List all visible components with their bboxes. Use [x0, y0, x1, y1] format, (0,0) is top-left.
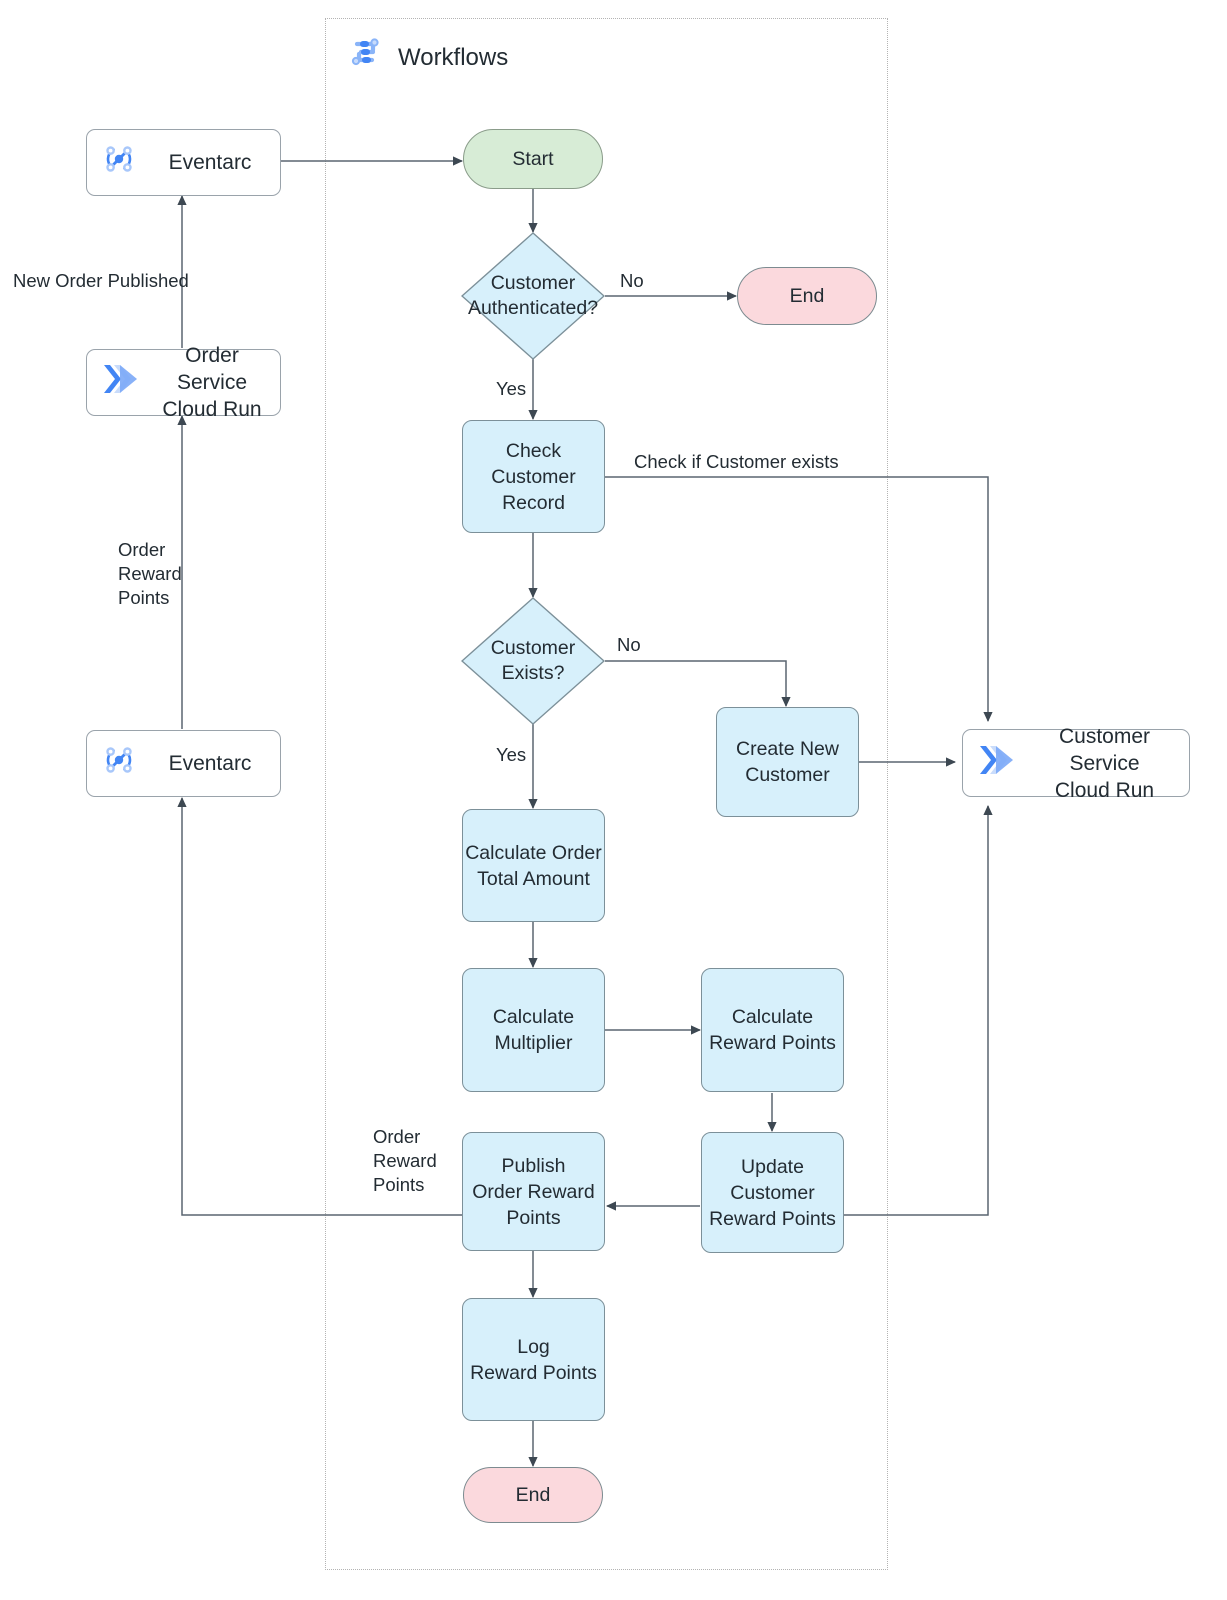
check-customer-record-label: Check Customer Record [491, 439, 576, 514]
edge-label-exists-yes: Yes [496, 744, 527, 765]
customer-service-cloud-run-label: Customer Service Cloud Run [1054, 724, 1155, 802]
create-new-customer-label: Create New Customer [736, 738, 839, 786]
edge-label-order-reward-points-left: Order Reward Points [118, 539, 182, 608]
node-check-customer-record[interactable]: Check Customer Record [462, 420, 605, 533]
node-calculate-reward-points[interactable]: Calculate Reward Points [701, 968, 844, 1092]
edge-label-auth-yes: Yes [496, 378, 527, 399]
eventarc-icon [101, 742, 137, 785]
cloudrun-icon [101, 362, 141, 403]
node-calculate-multiplier[interactable]: Calculate Multiplier [462, 968, 605, 1092]
edge-label-auth-no: No [620, 270, 644, 291]
workflows-group-boundary [325, 18, 888, 1570]
node-customer-exists-decision[interactable]: Customer Exists? [461, 597, 605, 725]
eventarc-top-label: Eventarc [168, 151, 252, 174]
workflows-group-label: Workflows [398, 43, 509, 71]
node-end-bottom[interactable]: End [463, 1467, 603, 1523]
workflows-icon [346, 34, 386, 81]
node-order-service-cloud-run[interactable]: Order Service Cloud Run [86, 344, 281, 421]
edge-label-order-reward-points-publish: Order Reward Points [373, 1126, 437, 1195]
update-customer-reward-points-label: Update Customer Reward Points [709, 1155, 836, 1230]
eventarc-icon [101, 141, 137, 184]
workflows-group-title: Workflows [346, 34, 508, 81]
end-top-label: End [789, 284, 825, 307]
node-create-new-customer[interactable]: Create New Customer [716, 707, 859, 817]
customer-exists-label: Customer Exists? [490, 637, 576, 684]
node-eventarc-bottom[interactable]: Eventarc [86, 730, 281, 797]
node-eventarc-top[interactable]: Eventarc [86, 129, 281, 196]
node-calculate-order-total-amount[interactable]: Calculate Order Total Amount [462, 809, 605, 922]
node-end-top[interactable]: End [737, 267, 877, 325]
node-customer-service-cloud-run[interactable]: Customer Service Cloud Run [962, 725, 1190, 802]
end-bottom-label: End [515, 1483, 551, 1506]
publish-order-reward-points-label: Publish Order Reward Points [472, 1154, 595, 1229]
node-log-reward-points[interactable]: Log Reward Points [462, 1298, 605, 1421]
order-service-cloud-run-label: Order Service Cloud Run [162, 344, 262, 421]
calculate-reward-points-label: Calculate Reward Points [709, 1006, 836, 1054]
node-start[interactable]: Start [463, 129, 603, 189]
eventarc-bottom-label: Eventarc [168, 752, 252, 775]
node-publish-order-reward-points[interactable]: Publish Order Reward Points [462, 1132, 605, 1251]
node-update-customer-reward-points[interactable]: Update Customer Reward Points [701, 1132, 844, 1253]
customer-authenticated-label: Customer Authenticated? [467, 272, 599, 319]
calculate-multiplier-label: Calculate Multiplier [492, 1006, 575, 1054]
node-customer-authenticated-decision[interactable]: Customer Authenticated? [461, 232, 605, 360]
edge-label-check-if-customer-exists: Check if Customer exists [634, 451, 839, 472]
edge-label-new-order-published: New Order Published [13, 270, 189, 291]
calculate-order-total-amount-label: Calculate Order Total Amount [465, 841, 602, 890]
log-reward-points-label: Log Reward Points [470, 1335, 597, 1384]
edge-label-exists-no: No [617, 634, 641, 655]
cloudrun-icon [977, 743, 1017, 784]
start-label: Start [512, 147, 554, 170]
